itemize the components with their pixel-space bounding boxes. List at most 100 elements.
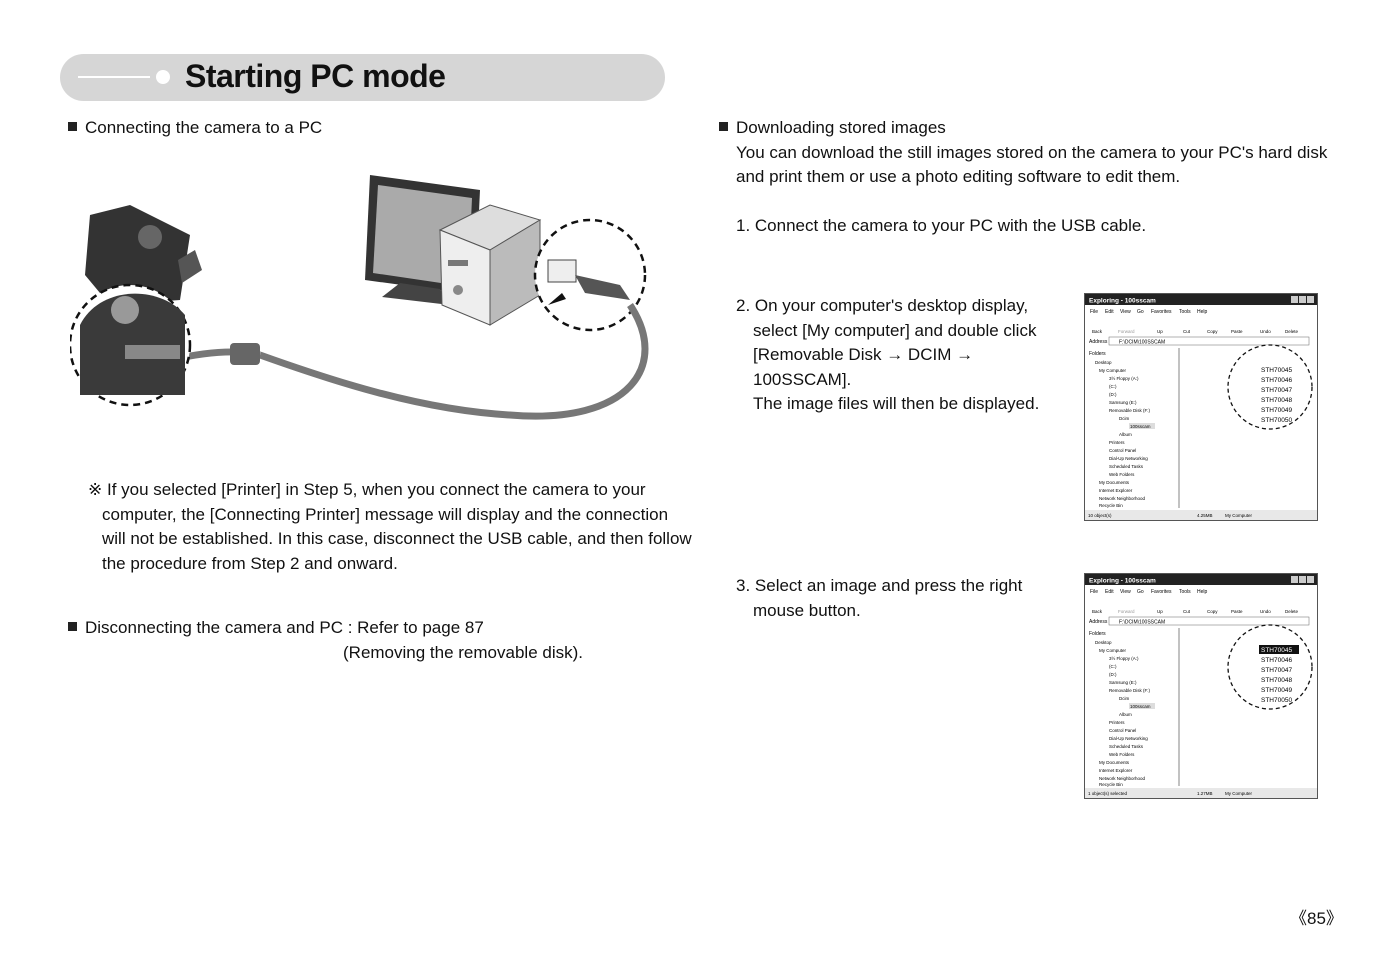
title-decoration-line — [78, 76, 150, 78]
file-sth70046[interactable]: STH70046 — [1261, 377, 1292, 384]
menu-tools[interactable]: Tools — [1179, 309, 1191, 315]
toolbar-paste[interactable]: Paste — [1231, 329, 1243, 334]
folders-label: Folders — [1089, 631, 1106, 637]
step-1: 1. Connect the camera to your PC with th… — [736, 216, 1147, 235]
toolbar-delete[interactable]: Delete — [1285, 609, 1299, 614]
step-2-line-5: The image files will then be displayed. — [753, 394, 1040, 413]
file-sth70048[interactable]: STH70048 — [1261, 397, 1292, 404]
toolbar-cut[interactable]: Cut — [1183, 329, 1191, 334]
tree-my-computer[interactable]: My Computer — [1099, 368, 1127, 373]
tree-dialup[interactable]: Dial-Up Networking — [1109, 736, 1148, 741]
tree-desktop[interactable]: Desktop — [1095, 360, 1112, 365]
tree-my-documents[interactable]: My Documents — [1099, 760, 1130, 765]
tree-network[interactable]: Network Neighborhood — [1099, 496, 1146, 501]
status-size: 1.27MB — [1197, 791, 1213, 796]
tree-album[interactable]: Album — [1119, 712, 1132, 717]
toolbar-up[interactable]: Up — [1157, 609, 1163, 614]
menu-help[interactable]: Help — [1197, 309, 1208, 315]
tree-my-computer[interactable]: My Computer — [1099, 648, 1127, 653]
tree-scheduled-tasks[interactable]: Scheduled Tasks — [1109, 744, 1144, 749]
toolbar-copy[interactable]: Copy — [1207, 609, 1218, 614]
tree-album[interactable]: Album — [1119, 432, 1132, 437]
menu-help[interactable]: Help — [1197, 589, 1208, 595]
toolbar-forward[interactable]: Forward — [1118, 329, 1135, 334]
tree-100sscam[interactable]: 100sscam — [1130, 424, 1151, 429]
address-field[interactable] — [1108, 616, 1310, 626]
file-sth70047[interactable]: STH70047 — [1261, 667, 1292, 674]
tree-drive-e[interactable]: Samsung (E:) — [1109, 400, 1137, 405]
tree-dcim[interactable]: Dcim — [1119, 416, 1129, 421]
tree-drive-d[interactable]: (D:) — [1109, 392, 1117, 397]
file-sth70050[interactable]: STH70050 — [1261, 417, 1292, 424]
menu-file[interactable]: File — [1090, 309, 1098, 315]
toolbar-undo[interactable]: Undo — [1260, 329, 1271, 334]
tree-my-documents[interactable]: My Documents — [1099, 480, 1130, 485]
step-2-line-2: select [My computer] and double click — [753, 320, 1037, 340]
menu-tools[interactable]: Tools — [1179, 589, 1191, 595]
printer-note-line-3: will not be established. In this case, d… — [102, 529, 692, 548]
tree-web-folders[interactable]: Web Folders — [1109, 752, 1135, 757]
tree-floppy[interactable]: 3½ Floppy (A:) — [1109, 655, 1139, 661]
address-field[interactable] — [1108, 336, 1310, 346]
file-sth70050[interactable]: STH70050 — [1261, 697, 1292, 704]
tree-internet-explorer[interactable]: Internet Explorer — [1099, 768, 1133, 773]
file-sth70046[interactable]: STH70046 — [1261, 657, 1292, 664]
toolbar-undo[interactable]: Undo — [1260, 609, 1271, 614]
window-title: Exploring - 100sscam — [1089, 298, 1156, 305]
menu-edit[interactable]: Edit — [1105, 309, 1114, 315]
toolbar-copy[interactable]: Copy — [1207, 329, 1218, 334]
tree-drive-e[interactable]: Samsung (E:) — [1109, 680, 1137, 685]
tree-recycle-bin[interactable]: Recycle Bin — [1099, 503, 1123, 508]
toolbar-cut[interactable]: Cut — [1183, 609, 1191, 614]
address-label: Address — [1089, 339, 1108, 345]
file-sth70047[interactable]: STH70047 — [1261, 387, 1292, 394]
tree-dcim[interactable]: Dcim — [1119, 696, 1129, 701]
tree-removable-disk[interactable]: Removable Disk (F:) — [1109, 688, 1151, 693]
tree-recycle-bin[interactable]: Recycle Bin — [1099, 782, 1123, 787]
status-objects: 10 object(s) — [1088, 513, 1112, 518]
toolbar-back[interactable]: Back — [1092, 609, 1103, 614]
tree-web-folders[interactable]: Web Folders — [1109, 472, 1135, 477]
toolbar-back[interactable]: Back — [1092, 329, 1103, 334]
tree-dialup[interactable]: Dial-Up Networking — [1109, 456, 1148, 461]
file-sth70049[interactable]: STH70049 — [1261, 687, 1292, 694]
menu-view[interactable]: View — [1120, 309, 1131, 315]
status-size: 4.25MB — [1197, 513, 1213, 518]
menu-file[interactable]: File — [1090, 589, 1098, 595]
tree-drive-c[interactable]: (C:) — [1109, 664, 1117, 669]
tree-drive-c[interactable]: (C:) — [1109, 384, 1117, 389]
toolbar-delete[interactable]: Delete — [1285, 329, 1299, 334]
step-2-line-1: 2. On your computer's desktop display, — [736, 296, 1029, 315]
menu-favorites[interactable]: Favorites — [1151, 589, 1172, 595]
step-3-line-1: 3. Select an image and press the right — [736, 576, 1023, 595]
file-sth70049[interactable]: STH70049 — [1261, 407, 1292, 414]
tree-printers[interactable]: Printers — [1109, 440, 1125, 445]
usb-port-zoom — [533, 218, 647, 332]
tree-floppy[interactable]: 3½ Floppy (A:) — [1109, 375, 1139, 381]
tree-internet-explorer[interactable]: Internet Explorer — [1099, 488, 1133, 493]
menu-go[interactable]: Go — [1137, 309, 1144, 315]
file-sth70048[interactable]: STH70048 — [1261, 677, 1292, 684]
tree-scheduled-tasks[interactable]: Scheduled Tasks — [1109, 464, 1144, 469]
tree-control-panel[interactable]: Control Panel — [1109, 448, 1136, 453]
tree-desktop[interactable]: Desktop — [1095, 640, 1112, 645]
disconnect-line-1: Disconnecting the camera and PC : Refer … — [85, 618, 484, 637]
menu-favorites[interactable]: Favorites — [1151, 309, 1172, 315]
file-sth70045[interactable]: STH70045 — [1261, 367, 1292, 374]
toolbar-up[interactable]: Up — [1157, 329, 1163, 334]
tree-100sscam[interactable]: 100sscam — [1130, 704, 1151, 709]
tree-network[interactable]: Network Neighborhood — [1099, 776, 1146, 781]
bullet-icon — [719, 122, 728, 131]
toolbar-paste[interactable]: Paste — [1231, 609, 1243, 614]
toolbar-forward[interactable]: Forward — [1118, 609, 1135, 614]
menu-go[interactable]: Go — [1137, 589, 1144, 595]
menu-edit[interactable]: Edit — [1105, 589, 1114, 595]
menu-view[interactable]: View — [1120, 589, 1131, 595]
tree-control-panel[interactable]: Control Panel — [1109, 728, 1136, 733]
tree-removable-disk[interactable]: Removable Disk (F:) — [1109, 408, 1151, 413]
address-value: F:\DCIM\100SSCAM — [1119, 620, 1165, 626]
tree-printers[interactable]: Printers — [1109, 720, 1125, 725]
connect-heading-text: Connecting the camera to a PC — [85, 118, 323, 137]
tree-drive-d[interactable]: (D:) — [1109, 672, 1117, 677]
file-sth70045-selected[interactable]: STH70045 — [1261, 647, 1292, 654]
